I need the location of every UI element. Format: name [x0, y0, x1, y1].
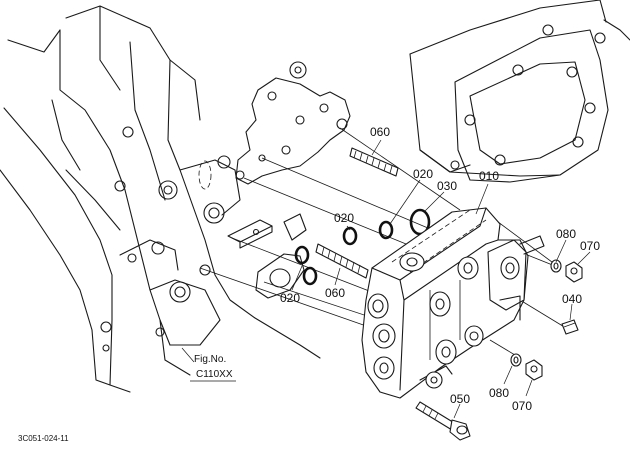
leader-lines: [181, 139, 591, 419]
transmission-housing: [0, 5, 321, 393]
callout-050: 050: [450, 392, 470, 406]
callout-010: 010: [479, 169, 499, 183]
washer-080-upper: [550, 259, 562, 273]
callout-020-mid: 020: [334, 211, 354, 225]
o-rings: [294, 208, 431, 286]
drawing-code: 3C051-024-11: [18, 434, 69, 443]
o-ring-020-lower-a: [294, 245, 310, 265]
callout-070-lower: 070: [512, 399, 532, 413]
control-valve-assembly: [361, 207, 545, 399]
fig-no-label: Fig.No.: [194, 354, 226, 365]
o-ring-020-upper: [378, 220, 394, 240]
callout-020-upper: 020: [413, 167, 433, 181]
o-ring-020-lower-b: [302, 266, 318, 286]
callout-040: 040: [562, 292, 582, 306]
callout-080-upper: 080: [556, 227, 576, 241]
callout-030: 030: [437, 179, 457, 193]
callout-070-upper: 070: [580, 239, 600, 253]
washer-080-lower: [510, 353, 522, 367]
nut-070-lower: [525, 359, 543, 381]
gasket-plate: [235, 61, 351, 185]
stud-bolt-upper: [349, 147, 399, 177]
fig-no-value: C110XX: [196, 369, 233, 380]
callout-labels: 060 020 030 010 020 020 060 080 070 040 …: [280, 125, 600, 413]
spacer-parts: [227, 213, 307, 299]
stud-bolt-lower: [315, 243, 369, 279]
small-fittings: [510, 259, 583, 381]
bolt-050: [415, 401, 471, 441]
rear-housing: [409, 0, 630, 183]
figure-reference: Fig.No. C110XX: [190, 354, 236, 382]
nut-070-upper: [565, 261, 583, 283]
callout-020-lower: 020: [280, 291, 300, 305]
o-ring-020-mid: [342, 226, 358, 246]
callout-080-lower: 080: [489, 386, 509, 400]
callout-060-upper: 060: [370, 125, 390, 139]
callout-060-lower: 060: [325, 286, 345, 300]
